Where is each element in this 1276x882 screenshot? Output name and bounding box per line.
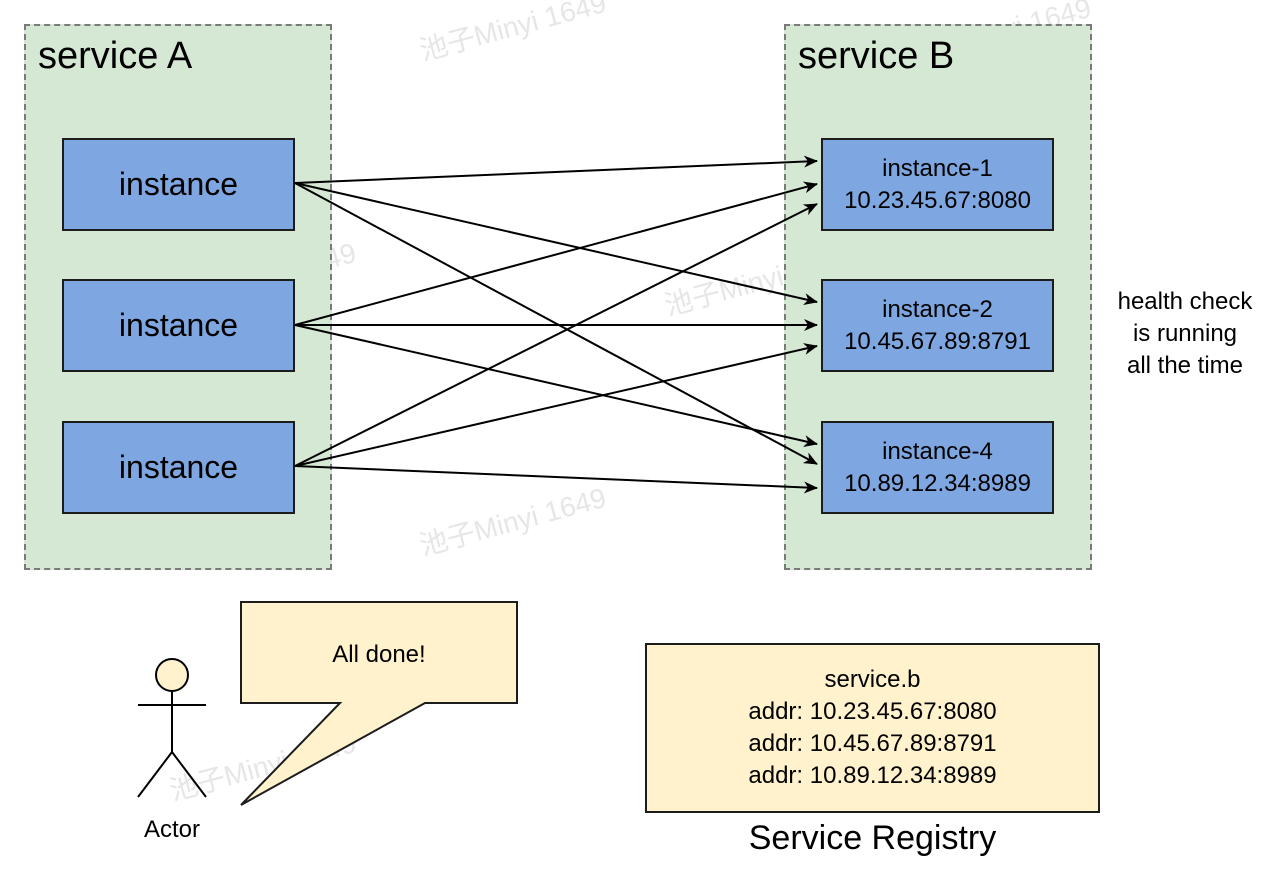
service-a-instance: instance [62,279,295,372]
service-a-instance: instance [62,138,295,231]
instance-addr: 10.89.12.34:8989 [844,469,1031,497]
instance-label: instance [118,449,239,485]
service-b-instance-2: instance-2 10.45.67.89:8791 [821,279,1054,372]
registry-addr: addr: 10.45.67.89:8791 [748,730,997,757]
service-a-instance: instance [62,421,295,514]
health-check-note: health check is running all the time [1090,286,1276,382]
service-b-title: service B [798,35,955,77]
service-b-instance-4: instance-4 10.89.12.34:8989 [821,421,1054,514]
actor-figure [137,658,207,798]
service-registry-caption: Service Registry [748,819,997,857]
speech-bubble-text: All done! [332,641,426,668]
instance-name: instance-2 [882,295,993,323]
note-line: is running [1132,320,1238,347]
registry-addr: addr: 10.89.12.34:8989 [748,762,997,789]
instance-label: instance [118,166,239,202]
actor-label: Actor [143,816,200,843]
note-line: health check [1117,288,1253,315]
connector-arrow [294,181,818,326]
connector-arrow [294,343,818,467]
instance-label: instance [118,307,239,343]
service-registry-box: service.b addr: 10.23.45.67:8080 addr: 1… [645,643,1100,813]
connector-arrow [294,182,818,465]
instance-addr: 10.45.67.89:8791 [844,327,1031,355]
instance-name: instance-4 [882,437,993,465]
note-line: all the time [1126,352,1244,379]
connector-arrow [294,203,818,467]
registry-addr: addr: 10.23.45.67:8080 [748,698,997,725]
connector-arrow [294,182,818,305]
connector-arrow [294,465,818,494]
speech-bubble [240,601,518,806]
instance-name: instance-1 [882,154,993,182]
connector-arrow [294,155,818,184]
service-a-title: service A [38,35,193,77]
service-b-instance-1: instance-1 10.23.45.67:8080 [821,138,1054,231]
connector-arrow [294,324,818,447]
registry-service-name: service.b [824,666,921,693]
instance-addr: 10.23.45.67:8080 [844,186,1031,214]
